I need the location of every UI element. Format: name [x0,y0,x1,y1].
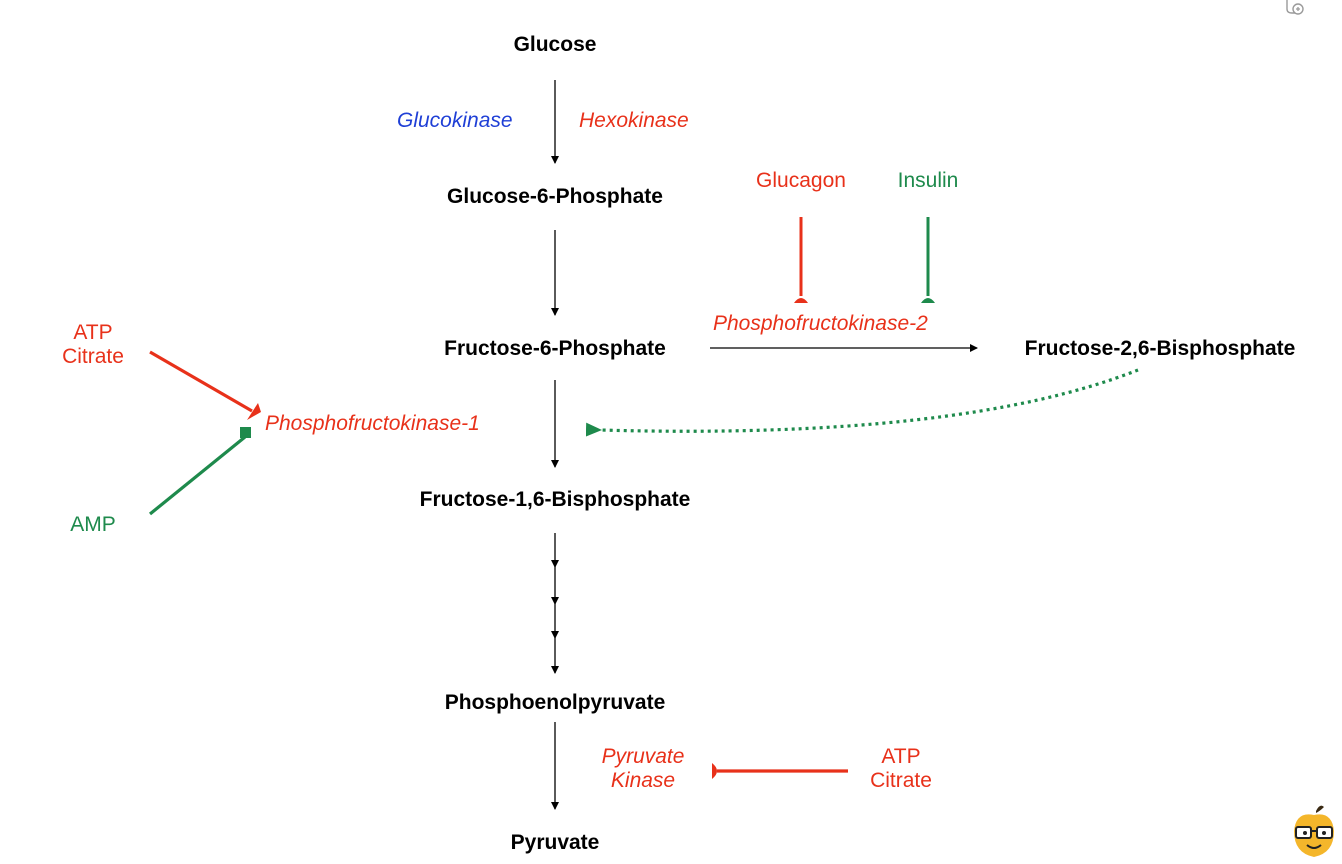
nerd-apple-mascot-icon [1290,803,1338,864]
insulin-regulation-bar [921,298,935,303]
enzyme-hexokinase: Hexokinase [579,109,689,132]
regulator-atp-pfk1: ATP [73,321,113,344]
atp-citrate-pk-inhibition-bar [712,763,717,779]
screen-capture-icon[interactable] [1284,0,1308,21]
metabolite-glucose: Glucose [513,33,597,56]
regulator-amp: AMP [70,513,116,536]
f26bp-pfk1-activation-curve [585,368,1139,437]
atp-citrate-pfk1-inhibition-line [149,350,253,413]
metabolite-phosphoenolpyruvate: Phosphoenolpyruvate [444,691,666,714]
regulator-glucagon: Glucagon [756,169,846,192]
metabolite-pyruvate: Pyruvate [510,831,600,854]
enzyme-pyruvate-kinase-line2: Kinase [610,769,676,793]
glucagon-inhibition-bar [794,298,808,303]
enzyme-pyruvate-kinase-line1: Pyruvate [601,745,685,768]
regulator-citrate-pk: Citrate [870,769,932,793]
regulator-insulin: Insulin [897,169,959,192]
enzyme-pyruvate-kinase: Pyruvate Kinase [602,745,685,793]
atp-citrate-pfk1-inhibition-bar [247,403,261,420]
metabolite-fructose-1-6-bisphosphate: Fructose-1,6-Bisphosphate [419,488,691,511]
regulator-atp-pk: ATP [881,745,921,768]
regulator-atp-citrate-pyruvate-kinase: ATP Citrate [870,745,932,793]
amp-pfk1-activation-head [240,427,251,438]
enzyme-phosphofructokinase-2: Phosphofructokinase-2 [713,312,928,335]
metabolite-glucose-6-phosphate: Glucose-6-Phosphate [447,185,663,208]
metabolite-fructose-6-phosphate: Fructose-6-Phosphate [444,337,666,360]
enzyme-glucokinase: Glucokinase [397,109,513,132]
regulator-atp-citrate-pfk1: ATP Citrate [62,321,124,369]
metabolite-fructose-2-6-bisphosphate: Fructose-2,6-Bisphosphate [1024,337,1296,360]
enzyme-phosphofructokinase-1: Phosphofructokinase-1 [265,412,480,435]
regulator-citrate-pfk1: Citrate [62,345,124,369]
amp-pfk1-activation-line [148,435,247,516]
